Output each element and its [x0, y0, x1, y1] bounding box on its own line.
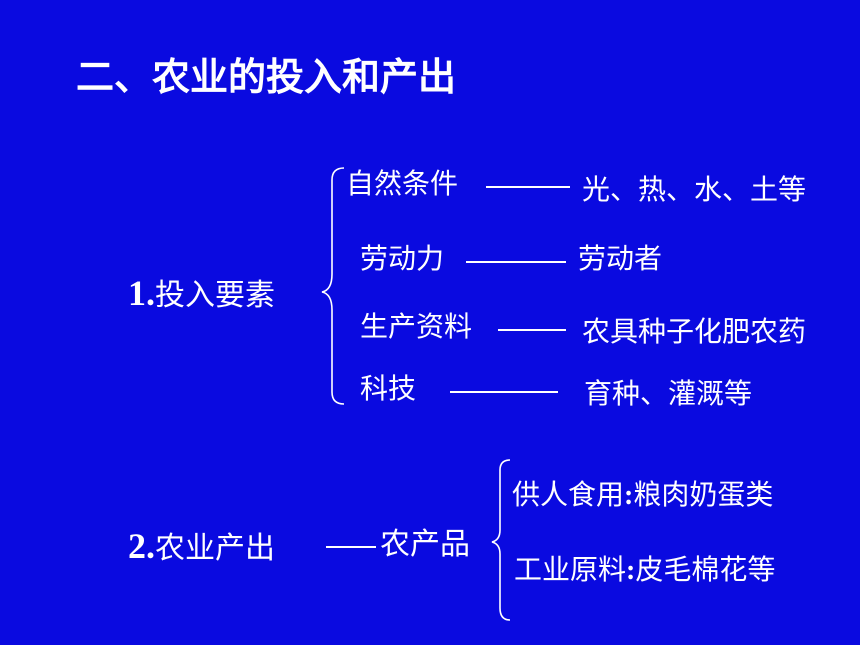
section2-heading: 2.农业产出	[128, 528, 275, 564]
slide-title: 二、农业的投入和产出	[76, 55, 457, 99]
detail-means: 农具种子化肥农药	[582, 315, 807, 348]
use-food-detail: 粮肉奶蛋类	[633, 478, 774, 511]
section2-label: 农业产出	[155, 531, 275, 566]
detail-natural: 光、热、水、土等	[582, 173, 807, 206]
section1-label: 投入要素	[155, 278, 275, 313]
section1-heading: 1.投入要素	[128, 275, 275, 311]
product-label: 农产品	[380, 527, 470, 562]
section2-brace	[491, 459, 511, 621]
use-industrial: 工业原料:皮毛棉花等	[514, 556, 775, 585]
section2-number: 2.	[128, 526, 155, 566]
connector-line	[486, 186, 570, 188]
section1-brace	[321, 167, 345, 405]
factor-means: 生产资料	[360, 310, 473, 343]
factor-natural: 自然条件	[346, 167, 459, 200]
connector-line	[450, 391, 558, 393]
factor-tech: 科技	[360, 372, 417, 405]
use-food-label: 供人食用	[512, 478, 625, 511]
use-industrial-detail: 皮毛棉花等	[635, 553, 776, 586]
section1-number: 1.	[128, 273, 155, 313]
detail-tech: 育种、灌溉等	[584, 377, 753, 410]
use-food-colon: :	[624, 480, 634, 511]
connector-line	[466, 261, 566, 263]
detail-labor: 劳动者	[578, 242, 663, 275]
connector-line	[498, 329, 566, 331]
connector-line	[326, 546, 376, 548]
factor-labor: 劳动力	[360, 242, 445, 275]
use-industrial-label: 工业原料	[514, 553, 627, 586]
use-industrial-colon: :	[626, 555, 636, 586]
use-food: 供人食用:粮肉奶蛋类	[512, 481, 773, 510]
